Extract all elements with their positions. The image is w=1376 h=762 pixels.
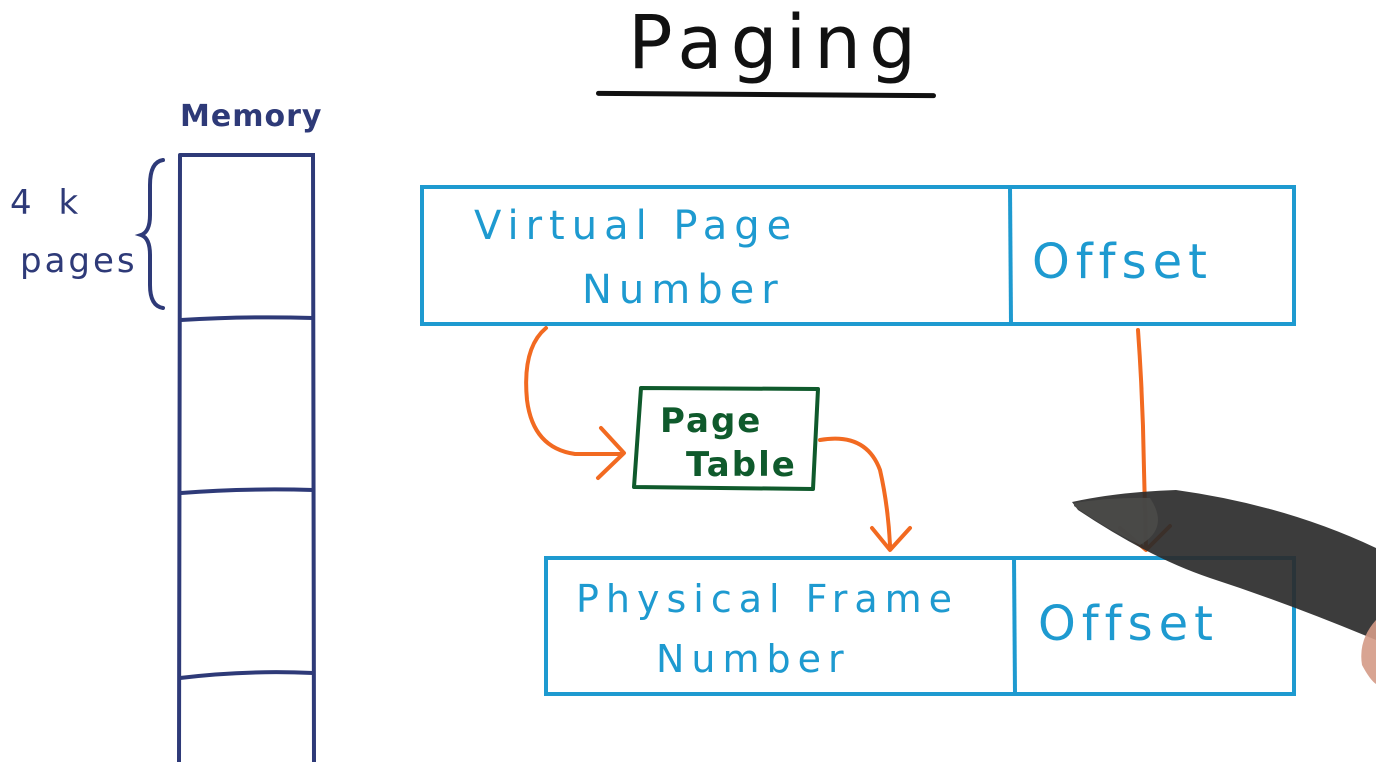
virtual-page-number-label-line2: Number: [582, 267, 785, 313]
memory-page-divider: [179, 315, 315, 322]
memory-column: [177, 153, 316, 762]
arrow-page-table-to-pfn: [818, 436, 892, 547]
translation-arrows: [524, 326, 1172, 552]
memory-label: Memory: [180, 99, 323, 134]
pages-label: pages: [20, 241, 138, 281]
page-title: Paging: [628, 0, 925, 86]
arrowhead-page-table: [596, 426, 626, 480]
page-size-brace: [134, 158, 165, 310]
virtual-page-number-label-line1: Virtual Page: [474, 203, 799, 249]
virtual-address-box: [420, 185, 1296, 326]
physical-frame-number-label-line1: Physical Frame: [576, 577, 960, 621]
page-table-box: [632, 386, 820, 491]
page-table-label-line2: Table: [686, 445, 797, 485]
stylus-pen-icon: [1072, 490, 1376, 684]
virtual-offset-label: Offset: [1032, 234, 1213, 290]
arrow-offset-to-offset: [1136, 328, 1148, 550]
page-size-label: 4 k: [10, 183, 87, 223]
page-table-label-line1: Page: [660, 401, 763, 441]
memory-page-divider: [179, 487, 315, 495]
physical-offset-label: Offset: [1038, 596, 1219, 652]
arrowhead-pfn: [870, 526, 912, 552]
physical-address-box: [544, 556, 1296, 696]
memory-page-divider: [178, 670, 315, 680]
arrow-vpn-to-page-table: [524, 326, 624, 456]
physical-frame-number-label-line2: Number: [656, 637, 851, 681]
memory-column-outline: [177, 153, 316, 762]
